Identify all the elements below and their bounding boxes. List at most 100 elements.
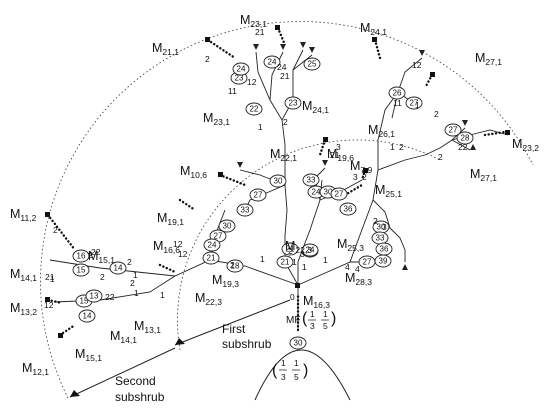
svg-text:): ) bbox=[331, 310, 336, 327]
second-subshrub-caption: Second subshrub bbox=[69, 347, 176, 404]
circled-number: 25 bbox=[308, 60, 317, 69]
edge-number: 4 bbox=[345, 262, 350, 272]
second-subshrub-line2: subshrub bbox=[115, 390, 165, 404]
node-label-m141b: M14,1 bbox=[110, 329, 137, 345]
edge-number: 2 bbox=[373, 216, 378, 226]
node-markers bbox=[45, 25, 510, 338]
edge-number: 1 bbox=[160, 290, 165, 300]
first-subshrub-caption: First subshrub bbox=[174, 299, 291, 351]
circled-number: 27 bbox=[449, 126, 458, 135]
edge-number: 3 bbox=[382, 222, 387, 232]
node-label-m112: M11,2 bbox=[10, 207, 37, 223]
edge-number: 1 bbox=[292, 257, 297, 267]
circled-node: 30 bbox=[269, 174, 287, 188]
mf-fraction-n1: 1 bbox=[310, 309, 315, 319]
node-label-m121: M12,1 bbox=[22, 361, 49, 377]
circled-number: 27 bbox=[254, 191, 263, 200]
edge-number: 21 bbox=[255, 27, 265, 37]
circled-node: 22 bbox=[245, 102, 263, 116]
edge-number: 2 bbox=[205, 54, 210, 64]
mf-marker: MF ( 1 3 1 5 ) bbox=[286, 309, 336, 331]
edge-number: 0 bbox=[290, 292, 295, 302]
circled-number: 36 bbox=[344, 205, 353, 214]
node-label-m241: M24,1 bbox=[360, 21, 387, 37]
circled-node: 33 bbox=[371, 231, 389, 245]
edge-number: 4 bbox=[355, 264, 360, 274]
edge-number: 2 bbox=[438, 152, 443, 162]
circled-number: 23 bbox=[289, 99, 298, 108]
circled-number: 28 bbox=[461, 134, 470, 143]
circled-node: 33 bbox=[302, 173, 320, 187]
edge-number: 22 bbox=[105, 292, 115, 302]
circled-node: 14 bbox=[78, 309, 96, 323]
node-label-m151b: M15,1 bbox=[75, 347, 102, 363]
mf-fraction-d2: 5 bbox=[323, 321, 328, 331]
root-fraction: ( 1 3 1 5 ) bbox=[272, 358, 308, 382]
circled-number: 33 bbox=[307, 176, 316, 185]
circled-node: 27 bbox=[405, 96, 423, 110]
circled-number: 27 bbox=[214, 232, 223, 241]
edge-number: 12 bbox=[247, 77, 257, 87]
node-label-m166: M16,6 bbox=[153, 239, 180, 255]
circled-number: 24 bbox=[312, 188, 321, 197]
node-label-m141: M14,1 bbox=[10, 267, 37, 283]
circled-node: 26 bbox=[388, 86, 406, 100]
root-fraction-d2: 5 bbox=[294, 372, 299, 382]
edge-number: 3 bbox=[353, 172, 358, 182]
edge-number: 12 bbox=[412, 60, 422, 70]
edge-number: 2 bbox=[88, 250, 93, 260]
circled-number: 18 bbox=[231, 262, 240, 271]
node-label-m231b: M23,1 bbox=[203, 111, 230, 127]
edge-number: 2 bbox=[53, 225, 58, 235]
circled-node: 27 bbox=[330, 187, 348, 201]
node-label-m231: M23,1 bbox=[240, 13, 267, 29]
circled-node: 24 bbox=[203, 238, 221, 252]
edge-number: 1 bbox=[415, 100, 420, 110]
first-subshrub-line2: subshrub bbox=[222, 337, 272, 351]
circled-number: 14 bbox=[114, 264, 123, 273]
mf-fraction-n2: 1 bbox=[323, 309, 328, 319]
circled-node: 27 bbox=[444, 123, 462, 137]
circled-number: 24 bbox=[306, 246, 315, 255]
node-label-m253: M25,3 bbox=[337, 237, 364, 253]
circled-number: 22 bbox=[250, 105, 259, 114]
circled-number: 24 bbox=[268, 58, 277, 67]
circled-node: 24 bbox=[301, 243, 319, 257]
edge-number: 12 bbox=[178, 249, 188, 259]
node-label-m241b: M24,1 bbox=[302, 99, 329, 115]
node-label-m132: M13,2 bbox=[10, 301, 37, 317]
circled-number: 24 bbox=[237, 65, 246, 74]
edge-number: 2 bbox=[230, 260, 235, 270]
circled-number: 21 bbox=[286, 245, 295, 254]
edge-number: 2 bbox=[288, 246, 293, 256]
edge-number: 12 bbox=[44, 300, 54, 310]
edge-number: 11 bbox=[228, 86, 237, 96]
edge-number: 1 bbox=[258, 122, 263, 132]
circled-number: 24 bbox=[208, 241, 217, 250]
edge-number: 22 bbox=[458, 142, 468, 152]
edge-number: 2 bbox=[399, 142, 404, 152]
circled-node: 14 bbox=[109, 261, 127, 275]
circled-number: 30 bbox=[377, 223, 386, 232]
edge-number: 2 bbox=[362, 172, 367, 182]
circled-number: 14 bbox=[83, 312, 92, 321]
circled-number: 21 bbox=[281, 258, 290, 267]
circled-number: 33 bbox=[376, 234, 385, 243]
circled-node: 33 bbox=[236, 203, 254, 217]
circled-number: 27 bbox=[363, 258, 372, 267]
edge-number: 1 bbox=[50, 274, 55, 284]
node-label-m223: M22,3 bbox=[285, 239, 312, 255]
node-label-m163: M16,3 bbox=[303, 294, 330, 310]
edge-number: 2 bbox=[283, 117, 288, 127]
edge-number: 22 bbox=[91, 247, 101, 257]
circled-number: 15 bbox=[77, 266, 86, 275]
edge-number: 21 bbox=[330, 150, 340, 160]
edge-number: 2 bbox=[434, 109, 439, 119]
circled-node: 21 bbox=[202, 251, 220, 265]
circled-number: 23 bbox=[235, 74, 244, 83]
circled-node: 21 bbox=[281, 242, 299, 256]
edge-number: 2 bbox=[127, 257, 132, 267]
node-label-m131: M13,1 bbox=[134, 319, 161, 335]
circled-node: 28 bbox=[456, 131, 474, 145]
